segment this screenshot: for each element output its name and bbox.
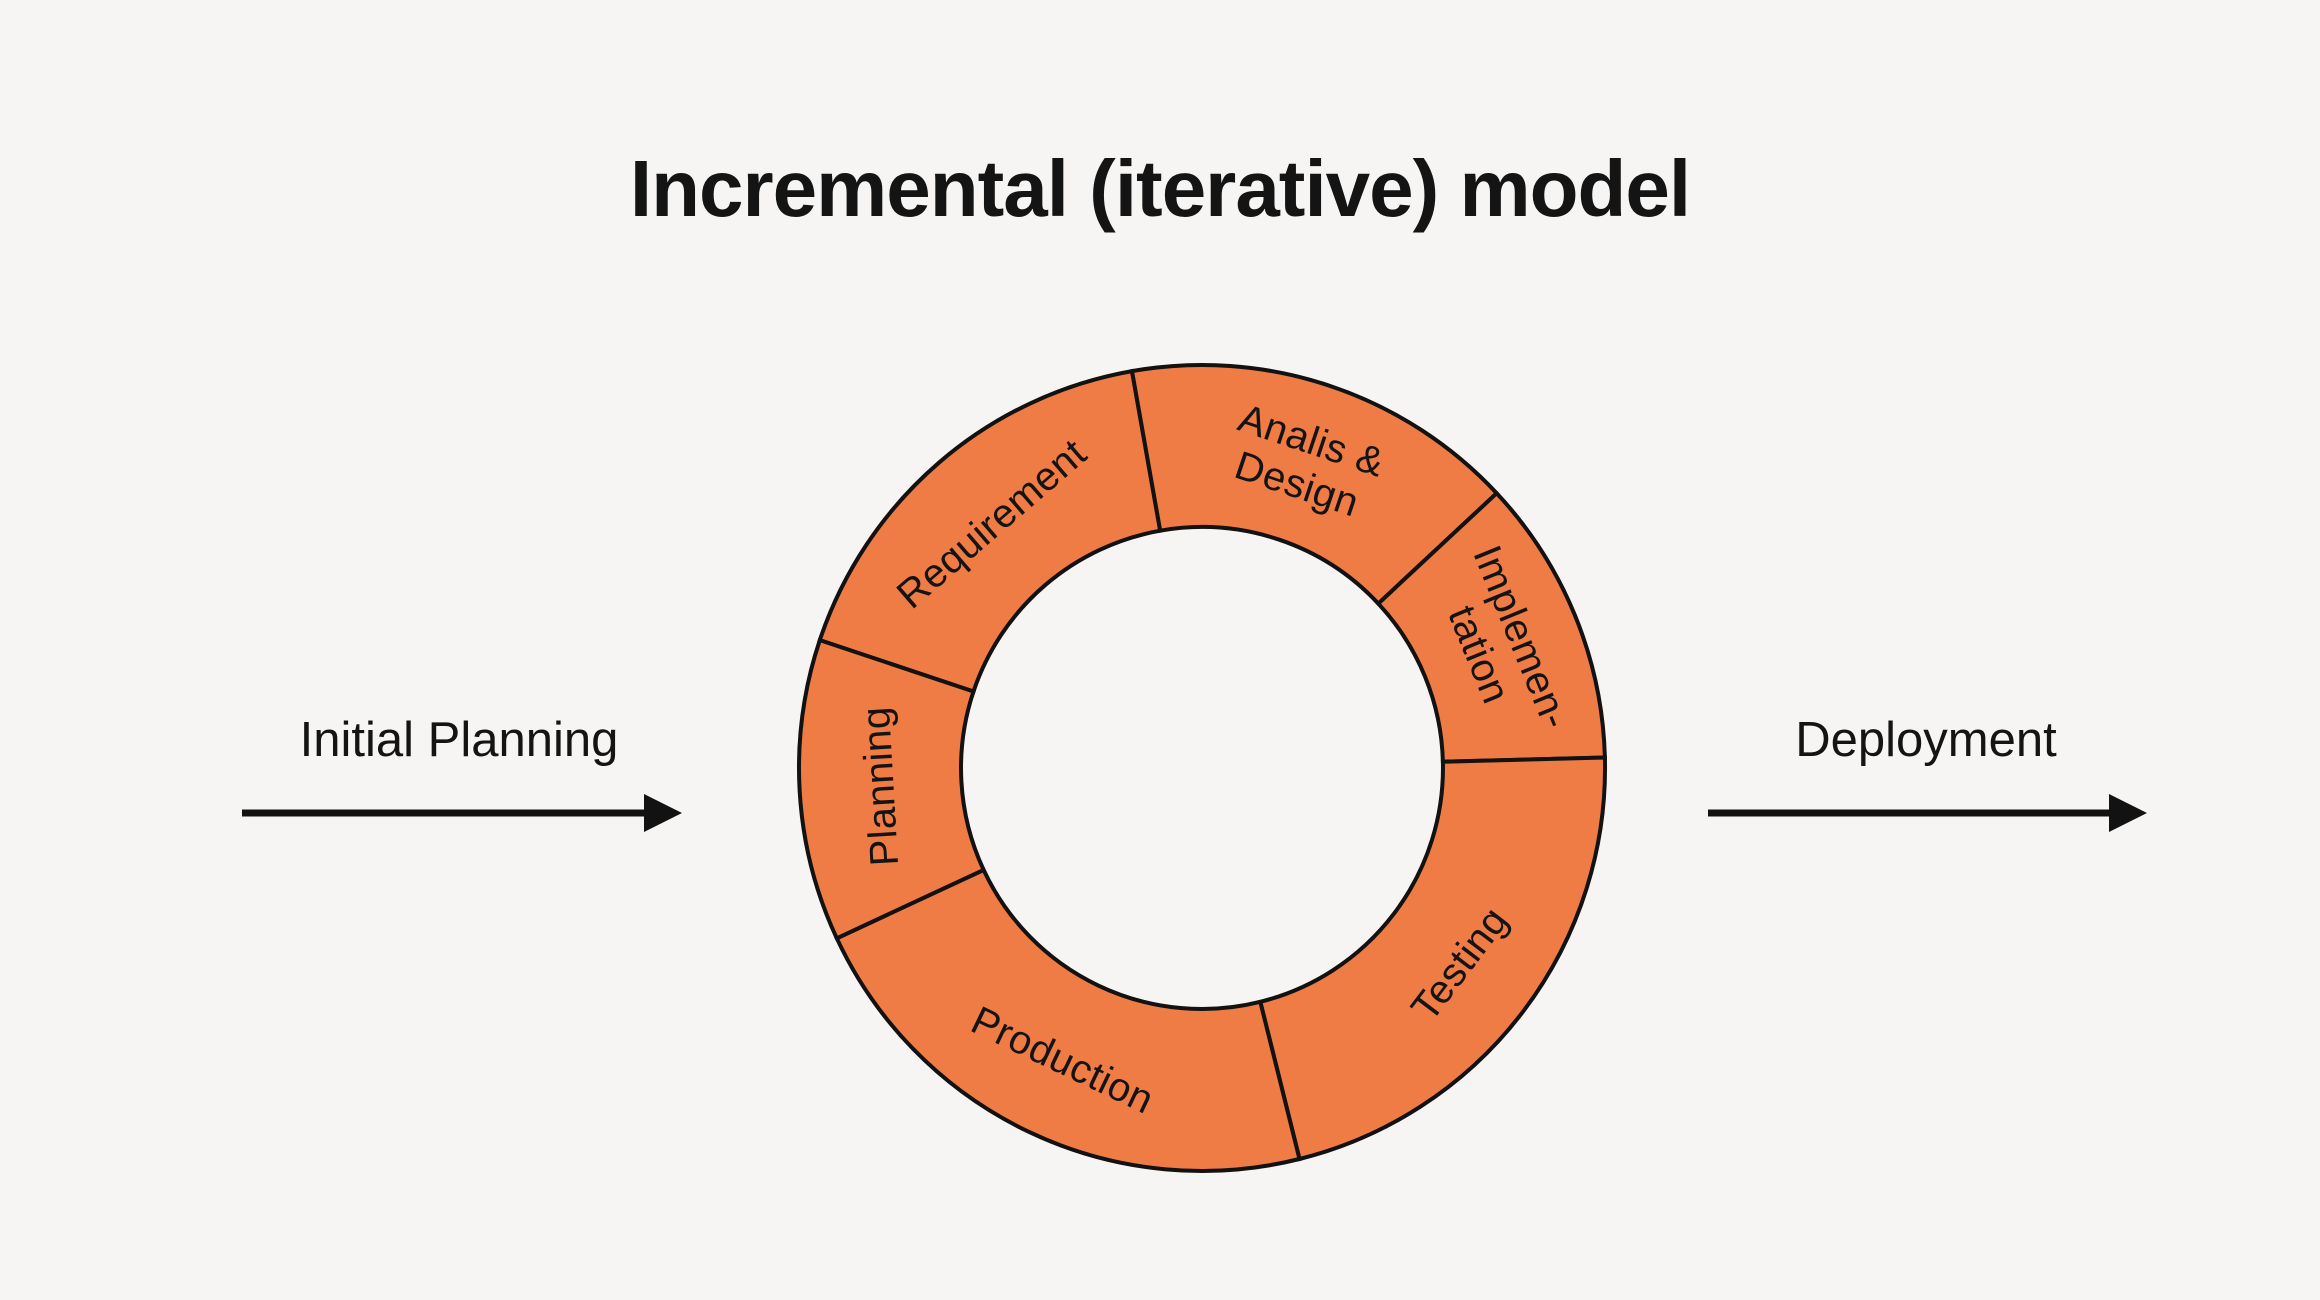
segment-label-planning: Planning (854, 705, 907, 867)
initial-planning-label: Initial Planning (299, 713, 619, 767)
arrowhead-icon (644, 794, 682, 832)
deployment-label: Deployment (1795, 713, 2057, 767)
segment-testing (1257, 755, 1607, 1162)
segment-planning (797, 637, 987, 941)
segment-production (834, 867, 1302, 1173)
segment-implementation (1375, 490, 1607, 764)
segment-analysis-design (1129, 363, 1500, 607)
arrowhead-icon (2109, 794, 2147, 832)
deployment-arrow (1708, 794, 2147, 832)
page-title: Incremental (iterative) model (629, 144, 1691, 233)
initial-planning-arrow (242, 794, 682, 832)
segment-requirement (817, 368, 1163, 695)
